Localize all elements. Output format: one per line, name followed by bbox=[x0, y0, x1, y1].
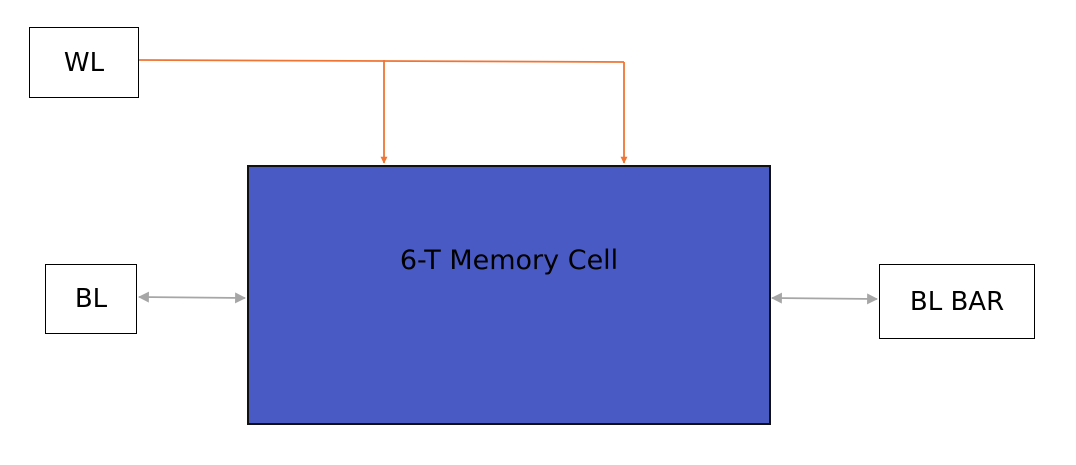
bit-line-bar-box: BL BAR bbox=[879, 264, 1035, 339]
bit-line-bar-label: BL BAR bbox=[909, 286, 1005, 317]
memory-cell-block: 6-T Memory Cell bbox=[247, 165, 771, 425]
bit-line-box: BL bbox=[45, 264, 137, 334]
bit-line-bar-arrow bbox=[770, 292, 879, 305]
word-line-box: WL bbox=[29, 27, 139, 98]
bit-line-arrow bbox=[137, 291, 247, 304]
bit-line-label: BL bbox=[74, 284, 108, 314]
word-line-wire bbox=[138, 59, 625, 63]
memory-cell-label: 6-T Memory Cell bbox=[399, 244, 619, 276]
word-line-label: WL bbox=[63, 47, 105, 78]
